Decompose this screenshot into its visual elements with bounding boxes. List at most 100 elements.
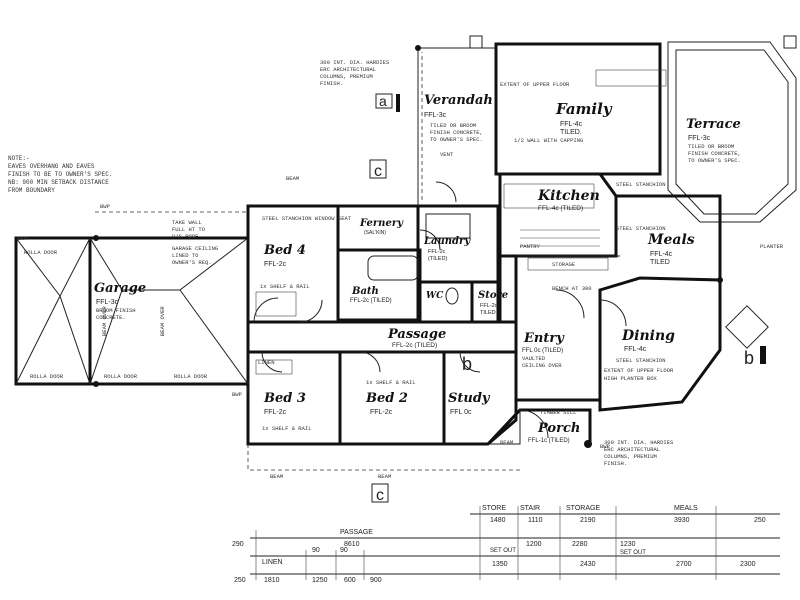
dim-value: 2190: [580, 517, 596, 524]
dim-value: 2280: [572, 541, 588, 548]
dim-value: 600: [344, 577, 356, 584]
section-mark-b-arrow: [760, 346, 766, 364]
column-marker: [93, 235, 99, 241]
room-porch-level: FFL-1c (TILED): [528, 438, 570, 444]
capping-note: 1/2 WALL WITH CAPPING: [514, 137, 583, 144]
upper-floor-note: EXTENT OF UPPER FLOOR: [604, 367, 674, 374]
hardies-note: ERC ARCHITECTURAL: [320, 66, 376, 73]
column-marker: [415, 45, 421, 51]
dim-value: 1480: [490, 517, 506, 524]
section-mark-a-arrow: [396, 94, 400, 112]
general-note: FROM BOUNDARY: [8, 187, 55, 194]
section-mark-b-label: b: [462, 354, 472, 374]
dim-value: 1110: [528, 517, 543, 524]
planter-box: [469, 35, 483, 49]
room-family-finish: TILED.: [560, 129, 582, 136]
room-study-name: Study: [448, 391, 491, 406]
hardies-note: FINISH.: [604, 460, 627, 467]
section-mark-c: [371, 483, 389, 503]
planter-label: PLANTER: [760, 243, 784, 250]
vent-label: VENT: [440, 151, 454, 158]
dim-value: 1350: [492, 561, 508, 568]
room-entry-name: Entry: [523, 331, 565, 346]
dim-value: 2430: [580, 561, 596, 568]
general-note: NOTE:-: [8, 155, 30, 162]
room-porch-name: Porch: [537, 421, 580, 436]
room-entry-note: VAULTED: [522, 355, 546, 362]
hardies-note: COLUMNS, PREMIUM: [604, 453, 657, 460]
room-verandah-level: FFL-3c: [424, 112, 447, 119]
timber-sill-label: TIMBER SILL: [540, 409, 576, 416]
dim-value: 290: [232, 541, 244, 548]
dim-value: 1810: [264, 577, 280, 584]
dim-label: PASSAGE: [340, 529, 373, 536]
room-meals-finish: TILED: [650, 259, 670, 266]
planter-box: [783, 35, 797, 49]
dim-value: 90: [312, 547, 320, 554]
room-laundry-name: Laundry: [423, 236, 471, 247]
room-garage-note: BROOM FINISH: [96, 307, 136, 314]
room-bed2-name: Bed 2: [365, 391, 408, 406]
room-fernery-level: (SAL'KIN): [364, 230, 386, 236]
beam-over-label: BEAM OVER: [159, 306, 166, 336]
beam-label: BEAM: [500, 439, 513, 446]
room-terrace-level: FFL-3c: [688, 135, 711, 142]
beam-label: BEAM: [270, 473, 283, 480]
room-entry-note: CEILING OVER: [522, 362, 562, 369]
walls: [14, 41, 797, 471]
garage-ceiling-note: GARAGE CEILING: [172, 245, 218, 252]
dim-label: STORE: [482, 505, 506, 512]
dim-value: 2700: [676, 561, 692, 568]
dim-value: 1250: [312, 577, 328, 584]
room-kitchen-level: FFL-4c (TILED): [538, 205, 583, 212]
garage-ceiling-note: OWNER'S REQ.: [172, 259, 212, 266]
room-bed4-level: FFL-2c: [264, 261, 287, 268]
high-planter-note: HIGH PLANTER BOX: [604, 375, 658, 382]
room-verandah-name: Verandah: [424, 93, 493, 108]
room-dining-name: Dining: [621, 328, 675, 344]
storage-label: STORAGE: [552, 261, 576, 268]
dim-value: 250: [234, 577, 246, 584]
room-garage-name: Garage: [94, 281, 146, 296]
dim-value: 90: [340, 547, 348, 554]
hardies-note: FINISH.: [320, 80, 343, 87]
room-wc-name: WC: [426, 291, 444, 301]
pantry-label: PANTRY: [520, 243, 541, 250]
room-kitchen-name: Kitchen: [537, 188, 600, 204]
room-bed3-name: Bed 3: [263, 391, 306, 406]
rolla-door-label: ROLLA DOOR: [30, 373, 64, 380]
dim-value: 3930: [674, 517, 690, 524]
general-note: NB: 900 MIN SETBACK DISTANCE: [8, 179, 109, 186]
room-labels: Verandah FFL-3c TILED OR BROOM FINISH CO…: [94, 93, 741, 444]
rolla-door-label: ROLLA DOOR: [174, 373, 208, 380]
column-marker: [584, 440, 592, 448]
section-mark-b-label: b: [744, 348, 754, 368]
shelf-rail-note: 1x SHELF & RAIL: [262, 425, 312, 432]
room-terrace-note: FINISH CONCRETE,: [688, 150, 741, 157]
room-laundry-finish: (TILED): [428, 256, 447, 262]
rolla-door-label: ROLLA DOOR: [104, 373, 138, 380]
room-entry-level: FFL 0c (TILED): [522, 348, 563, 354]
room-store-name: Store: [478, 290, 508, 301]
room-garage-level: FFL-3c: [96, 299, 119, 306]
room-passage-level: FFL-2c (TILED): [392, 342, 437, 349]
dim-label: STORAGE: [566, 505, 600, 512]
fixtures: [93, 35, 797, 448]
steel-stanchion-note: STEEL STANCHION: [616, 181, 666, 188]
section-mark-c-label: c: [376, 487, 384, 504]
bench-note: BENCH AT 300: [552, 285, 592, 292]
annotations: NOTE:- EAVES OVERHANG AND EAVES FINISH T…: [8, 59, 784, 480]
shelf-rail-note: 1x SHELF & RAIL: [260, 283, 310, 290]
garage-wall-note: TAKE WALL: [172, 219, 202, 226]
bwp-label: BWP: [232, 391, 242, 398]
hardies-note: ERC ARCHITECTURAL: [604, 446, 660, 453]
dim-value: 8610: [344, 541, 360, 548]
room-meals-name: Meals: [647, 232, 695, 248]
section-markers: a c c b b: [369, 93, 766, 504]
dim-value: 1230: [620, 541, 636, 548]
room-family-level: FFL-4c: [560, 121, 583, 128]
upper-floor-note: EXTENT OF UPPER FLOOR: [500, 81, 570, 88]
linen-label: LINEN: [258, 359, 275, 366]
planter-box: [725, 305, 769, 349]
rolla-door-label: ROLLA DOOR: [24, 249, 58, 256]
